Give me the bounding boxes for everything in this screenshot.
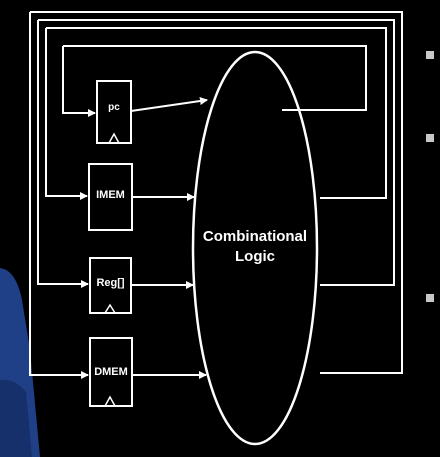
wire-to-imem bbox=[45, 28, 88, 200]
regs-block bbox=[89, 257, 132, 314]
slide-bullet-2 bbox=[426, 134, 434, 142]
combinational-logic-line1: Combinational bbox=[202, 228, 308, 245]
presenter-shirt-shadow bbox=[0, 379, 32, 457]
wire-to-dmem bbox=[29, 12, 89, 379]
dmem-block bbox=[89, 337, 133, 407]
combinational-logic-label: Combinational Logic bbox=[193, 227, 317, 267]
combinational-logic-ellipse bbox=[191, 50, 319, 446]
wire-pc-logic bbox=[130, 97, 208, 112]
regs-clock-icon bbox=[104, 303, 116, 314]
feedback-wire-1 bbox=[30, 11, 403, 374]
imem-block bbox=[88, 163, 133, 231]
imem-label: IMEM bbox=[96, 189, 125, 201]
feedback-wire-4 bbox=[63, 45, 367, 111]
dmem-label: DMEM bbox=[94, 366, 128, 378]
regs-label: Reg[] bbox=[96, 277, 125, 289]
dmem-clock-icon bbox=[104, 395, 116, 407]
pc-block bbox=[96, 80, 132, 144]
slide-bullet-3 bbox=[426, 294, 434, 302]
feedback-wire-3 bbox=[46, 27, 387, 199]
wire-to-pc bbox=[62, 46, 96, 117]
wire-to-regs bbox=[37, 20, 89, 288]
combinational-logic-line2: Logic bbox=[235, 248, 275, 265]
slide-bullet-1 bbox=[426, 51, 434, 59]
feedback-wire-2 bbox=[38, 19, 395, 286]
pc-label: pc bbox=[108, 102, 120, 113]
pc-clock-icon bbox=[108, 132, 120, 144]
